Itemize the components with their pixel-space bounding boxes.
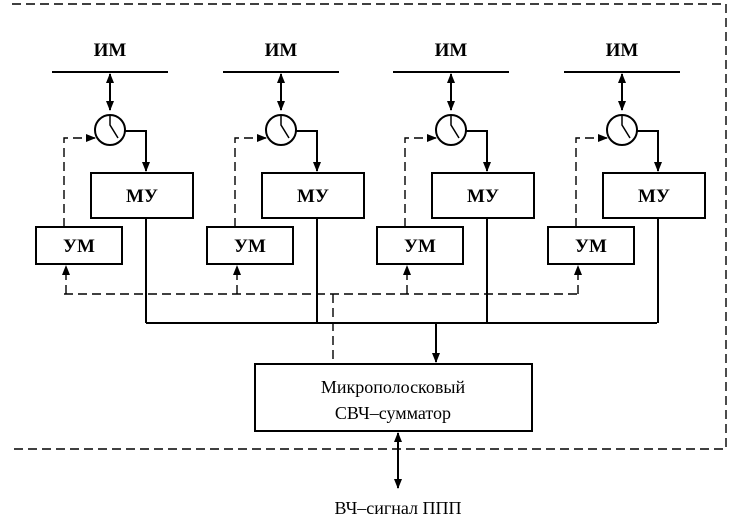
- um-label-1: УМ: [63, 236, 95, 257]
- mu-block-4: [602, 172, 706, 219]
- mu-block-2: [261, 172, 365, 219]
- im-label-1: ИМ: [94, 40, 127, 61]
- um-control-arrow-3: [404, 134, 437, 227]
- im-label-3: ИМ: [435, 40, 468, 61]
- mu-label-2: МУ: [297, 186, 329, 207]
- um-control-arrow-4: [575, 134, 608, 227]
- um-label-3: УМ: [404, 236, 436, 257]
- mu-label-4: МУ: [638, 186, 670, 207]
- mu-label-1: МУ: [126, 186, 158, 207]
- um-control-arrow-1: [63, 134, 96, 227]
- combiner-label-line1: Микрополосковый: [321, 377, 466, 397]
- switch-contact-3: [450, 115, 460, 139]
- mu-block-1: [90, 172, 194, 219]
- um-block-3: [376, 226, 464, 265]
- switch-to-mu-arrow-1: [125, 130, 150, 172]
- switch-contact-2: [280, 115, 290, 139]
- um-label-2: УМ: [234, 236, 266, 257]
- switch-to-mu-arrow-3: [466, 130, 491, 172]
- output-signal-label: ВЧ–сигнал ППП: [334, 498, 461, 518]
- module-enclosure: [12, 3, 727, 450]
- im-label-4: ИМ: [606, 40, 639, 61]
- combiner-block: [254, 363, 533, 432]
- um-block-4: [547, 226, 635, 265]
- um-control-arrow-2: [234, 134, 267, 227]
- um-block-1: [35, 226, 123, 265]
- im-label-2: ИМ: [265, 40, 298, 61]
- switch-contact-1: [109, 115, 119, 139]
- mu-label-3: МУ: [467, 186, 499, 207]
- switch-to-mu-arrow-4: [637, 130, 662, 172]
- um-label-4: УМ: [575, 236, 607, 257]
- um-block-2: [206, 226, 294, 265]
- switch-to-mu-arrow-2: [296, 130, 321, 172]
- combiner-label-line2: СВЧ–сумматор: [335, 403, 451, 423]
- switch-contact-4: [621, 115, 631, 139]
- mu-block-3: [431, 172, 535, 219]
